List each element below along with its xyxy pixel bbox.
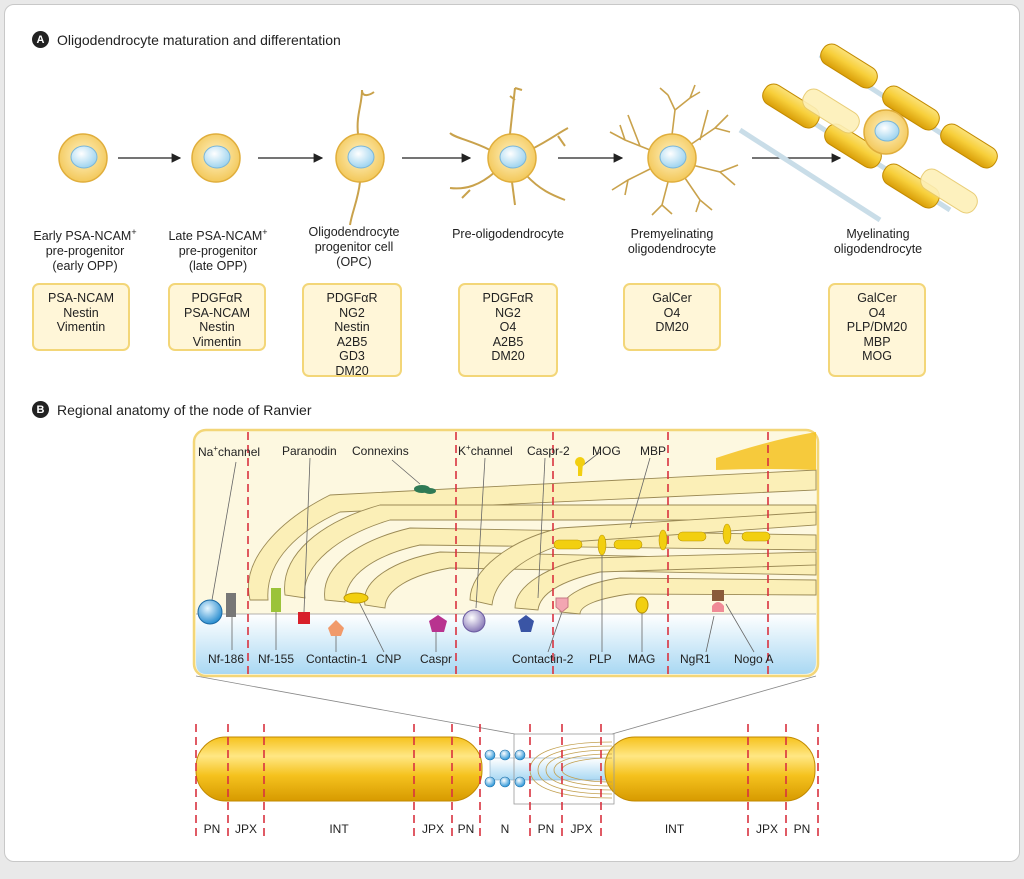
label-mog: MOG [592, 444, 621, 458]
nf155-icon [271, 588, 281, 612]
axon-overview [195, 724, 819, 840]
label-mag: MAG [628, 652, 656, 666]
label-plp: PLP [589, 652, 612, 666]
region-pn: PN [203, 822, 221, 836]
label-paranodin: Paranodin [282, 444, 337, 458]
premyelinating-cell [609, 84, 739, 216]
nf186-icon [226, 593, 236, 617]
contactin2-icon [555, 597, 569, 613]
section-b-heading: Regional anatomy of the node of Ranvier [57, 401, 312, 418]
label-connexins: Connexins [352, 444, 409, 458]
region-jpx: JPX [755, 822, 778, 836]
region-int: INT [329, 822, 349, 836]
stage-label-early-opp: Early PSA-NCAM+ pre-progenitor (early OP… [33, 227, 137, 274]
ngr1-icon [712, 602, 724, 612]
label-caspr2: Caspr-2 [527, 444, 570, 458]
label-na-channel: Na+channel [198, 444, 261, 459]
region-pn: PN [457, 822, 475, 836]
mag-icon [635, 596, 649, 614]
caspr-icon [429, 615, 447, 632]
mog-icon [575, 457, 585, 467]
label-nf155: Nf-155 [258, 652, 295, 666]
region-pn: PN [793, 822, 811, 836]
section-b-badge: B [32, 401, 49, 418]
section-a-heading: Oligodendrocyte maturation and different… [57, 31, 341, 48]
section-a-badge: A [32, 31, 49, 48]
label-k-channel: K+channel [458, 443, 513, 458]
section-b-title: B Regional anatomy of the node of Ranvie… [32, 401, 312, 418]
myelinating-cell [738, 43, 998, 223]
label-contactin1: Contactin-1 [306, 652, 368, 666]
label-ngr1: NgR1 [680, 652, 711, 666]
label-contactin2: Contactin-2 [512, 652, 574, 666]
label-caspr: Caspr [420, 652, 453, 666]
stage-label-late-opp: Late PSA-NCAM+ pre-progenitor (late OPP) [168, 227, 268, 274]
cnp-icon [343, 592, 369, 604]
zoom-panel [192, 428, 820, 678]
k-channel-icon [462, 609, 486, 633]
region-jpx: JPX [570, 822, 593, 836]
na-channel-icon [197, 599, 223, 625]
region-pn: PN [537, 822, 555, 836]
label-cnp: CNP [376, 652, 402, 666]
label-nogo-a: Nogo A [734, 652, 774, 666]
early-opp-cell [58, 133, 108, 183]
region-node: N [500, 822, 510, 836]
nogo-a-icon [712, 590, 724, 601]
paranodin-icon [298, 612, 310, 624]
region-jpx: JPX [421, 822, 444, 836]
stage-label-pre-oligodendrocyte: Pre-oligodendrocyte [452, 227, 564, 241]
label-mbp: MBP [640, 444, 667, 458]
stage-label-myelinating: Myelinating oligodendrocyte [833, 227, 923, 256]
contactin1-icon [328, 620, 344, 636]
section-a-title: A Oligodendrocyte maturation and differe… [32, 31, 341, 48]
pre-oligodendrocyte-cell [449, 87, 569, 206]
mbp-icons [553, 523, 771, 556]
caspr2-icon [518, 615, 534, 632]
stage-label-premyelinating: Premyelinating oligodendrocyte [627, 227, 717, 256]
region-jpx: JPX [234, 822, 257, 836]
label-nf186: Nf-186 [208, 652, 245, 666]
stage-label-opc: Oligodendrocyte progenitor cell (OPC) [308, 225, 400, 269]
region-int: INT [664, 822, 685, 836]
late-opp-cell [191, 133, 241, 183]
opc-cell [335, 89, 385, 226]
